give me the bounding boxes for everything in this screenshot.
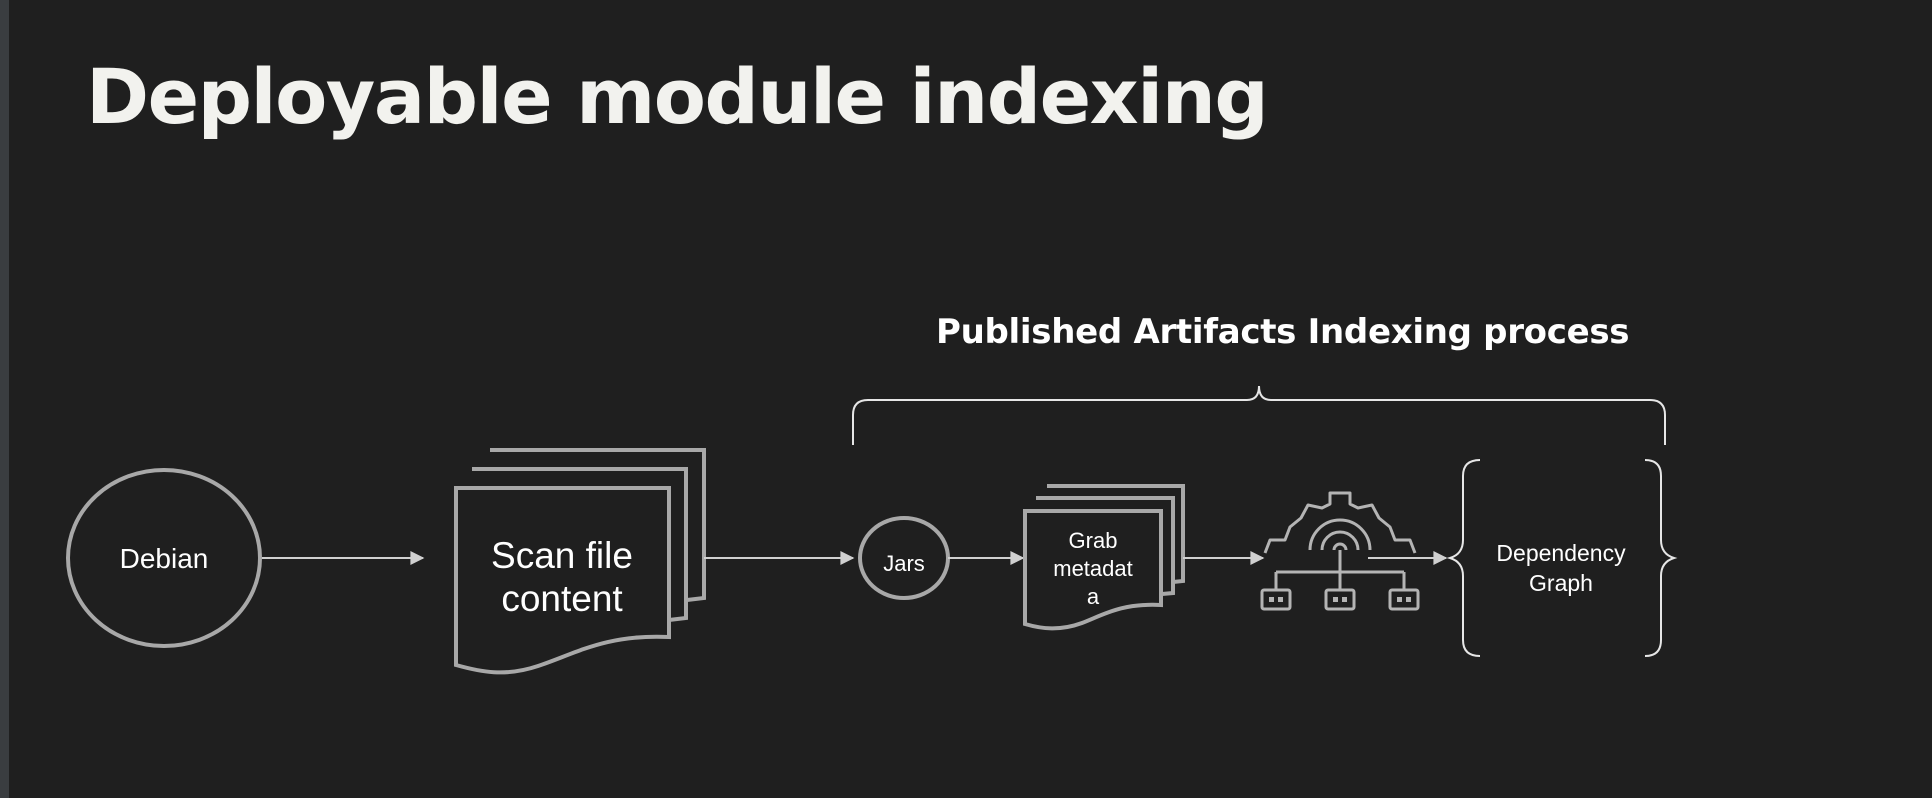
slide-title: Deployable module indexing (86, 52, 1269, 141)
scan-label-line2: content (501, 578, 623, 619)
process-brace (852, 385, 1666, 445)
scan-file-content-node: Scan file content (454, 448, 706, 675)
dependency-label-line1: Dependency (1496, 540, 1626, 566)
dependency-graph-node: Dependency Graph (1446, 459, 1678, 657)
left-edge-strip (0, 0, 9, 798)
jars-node: Jars (858, 516, 950, 600)
section-label: Published Artifacts Indexing process (936, 312, 1630, 352)
grab-label-line3: a (1087, 584, 1100, 609)
scan-label-line1: Scan file (491, 535, 633, 576)
gear-hierarchy-icon (1260, 491, 1420, 611)
dependency-label-line2: Graph (1529, 570, 1593, 596)
grab-label-line1: Grab (1069, 528, 1118, 553)
grab-metadata-node: Grab metadat a (1023, 484, 1185, 631)
debian-label: Debian (120, 543, 209, 574)
grab-label-line2: metadat (1053, 556, 1133, 581)
jars-label: Jars (883, 551, 925, 576)
debian-node: Debian (66, 468, 262, 648)
